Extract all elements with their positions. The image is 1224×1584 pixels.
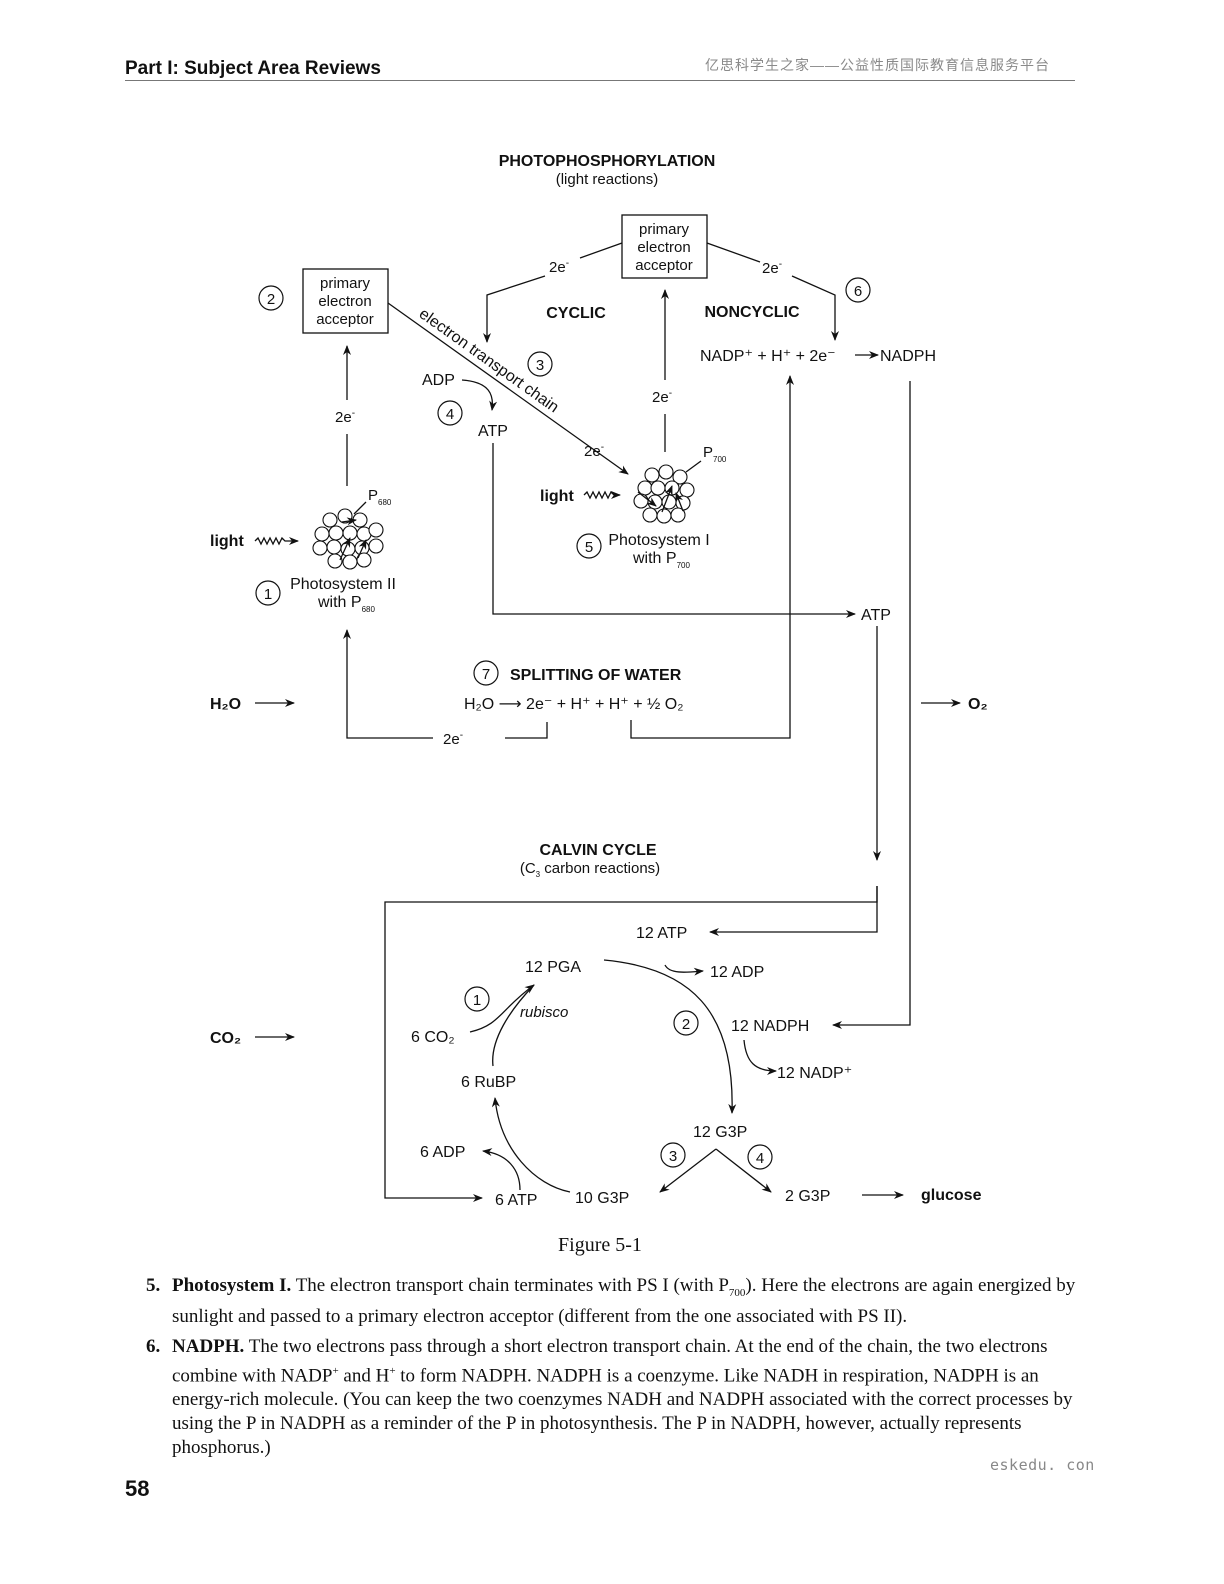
splitting-title: SPLITTING OF WATER bbox=[510, 667, 682, 684]
h2o-input-label: H₂O bbox=[210, 696, 241, 713]
section-header: Part I: Subject Area Reviews bbox=[125, 58, 381, 79]
calvin-12atp: 12 ATP bbox=[636, 925, 687, 942]
noncyclic-2e-label: 2e- bbox=[762, 259, 782, 277]
cyclic-2e-label: 2e- bbox=[549, 258, 569, 276]
p700-label: P700 bbox=[703, 444, 727, 464]
step-2-number: 2 bbox=[267, 291, 275, 308]
ps1-label-line2: with P700 bbox=[632, 550, 690, 570]
step-3-number: 3 bbox=[536, 357, 544, 374]
left-acceptor-box bbox=[302, 268, 389, 334]
noncyclic-label: NONCYCLIC bbox=[704, 304, 800, 321]
step-6-number: 6 bbox=[854, 283, 862, 300]
step-5-number: 5 bbox=[585, 539, 593, 556]
item-text: NADPH. The two electrons pass through a … bbox=[172, 1335, 1073, 1459]
calvin-step-4-number: 4 bbox=[756, 1150, 764, 1167]
top-acceptor-line1: primary bbox=[639, 221, 690, 238]
atp-label: ATP bbox=[478, 423, 508, 440]
splitting-equation: H₂O ⟶ 2e⁻ + H⁺ + H⁺ + ½ O₂ bbox=[464, 696, 683, 713]
calvin-subtitle: (C3 carbon reactions) bbox=[520, 860, 660, 879]
step-4-number: 4 bbox=[446, 406, 454, 423]
list-item: 6. NADPH. The two electrons pass through… bbox=[146, 1335, 1076, 1460]
water-2e-label: 2e- bbox=[443, 730, 463, 748]
left-acceptor-line1: primary bbox=[320, 275, 371, 292]
watermark-header: 亿思科学生之家——公益性质国际教育信息服务平台 bbox=[705, 57, 1050, 73]
header-rule bbox=[125, 80, 1075, 81]
photosynthesis-diagram: PHOTOPHOSPHORYLATION (light reactions) p… bbox=[210, 153, 988, 1209]
o2-output-label: O₂ bbox=[968, 696, 988, 713]
calvin-12adp: 12 ADP bbox=[710, 964, 764, 981]
item-text: Photosystem I. The electron transport ch… bbox=[172, 1275, 1076, 1327]
calvin-step-3-number: 3 bbox=[669, 1148, 677, 1165]
left-acceptor-line2: electron bbox=[318, 293, 371, 310]
calvin-12nadp: 12 NADP⁺ bbox=[777, 1065, 852, 1082]
footer-site: eskedu. con bbox=[990, 1456, 1095, 1474]
calvin-6co2: 6 CO₂ bbox=[411, 1029, 455, 1046]
step-4-marker bbox=[437, 400, 463, 426]
co2-input-label: CO₂ bbox=[210, 1030, 241, 1047]
calvin-step-1-number: 1 bbox=[473, 992, 481, 1009]
calvin-glucose: glucose bbox=[921, 1187, 982, 1204]
calvin-12nadph: 12 NADPH bbox=[731, 1018, 809, 1035]
calvin-rubisco: rubisco bbox=[520, 1004, 568, 1021]
calvin-step-2-marker bbox=[673, 1010, 699, 1036]
calvin-step-2-number: 2 bbox=[682, 1016, 690, 1033]
step-3-marker bbox=[527, 351, 553, 377]
step-7-marker bbox=[473, 660, 499, 686]
top-acceptor-line2: electron bbox=[637, 239, 690, 256]
calvin-title: CALVIN CYCLE bbox=[539, 842, 656, 859]
page-number: 58 bbox=[125, 1476, 150, 1501]
step-1-marker bbox=[255, 580, 281, 606]
photo-title: PHOTOPHOSPHORYLATION bbox=[499, 153, 716, 170]
nadph-product: NADPH bbox=[880, 348, 936, 365]
step-7-number: 7 bbox=[482, 666, 490, 683]
ps1-2e-label: 2e- bbox=[584, 442, 604, 460]
adp-label: ADP bbox=[422, 372, 455, 389]
calvin-step-1-marker bbox=[464, 986, 490, 1012]
body-text: 5. Photosystem I. The electron transport… bbox=[146, 1274, 1076, 1466]
step-5-marker bbox=[576, 533, 602, 559]
ps1-up-2e-label: 2e- bbox=[652, 388, 672, 406]
item-title: Photosystem I. bbox=[172, 1275, 292, 1296]
photo-subtitle: (light reactions) bbox=[556, 171, 659, 188]
light-ps2-label: light bbox=[210, 533, 244, 550]
left-acceptor-line3: acceptor bbox=[316, 311, 374, 328]
ps2-label-line2: with P680 bbox=[317, 594, 375, 614]
calvin-6adp: 6 ADP bbox=[420, 1144, 465, 1161]
photosystem-2-cluster bbox=[312, 508, 384, 570]
photosystem-1-cluster bbox=[633, 464, 695, 524]
top-acceptor-line3: acceptor bbox=[635, 257, 693, 274]
atp-right-label: ATP bbox=[861, 607, 891, 624]
item-title: NADPH. bbox=[172, 1335, 245, 1357]
calvin-10g3p: 10 G3P bbox=[575, 1190, 629, 1207]
ps2-up-2e-label: 2e- bbox=[335, 408, 355, 426]
nadph-equation: NADP⁺ + H⁺ + 2e⁻ bbox=[700, 348, 836, 365]
calvin-6atp: 6 ATP bbox=[495, 1192, 537, 1209]
item-number: 6. bbox=[146, 1335, 161, 1357]
list-item: 5. Photosystem I. The electron transport… bbox=[146, 1274, 1076, 1329]
calvin-step-4-marker bbox=[747, 1144, 773, 1170]
calvin-6rubp: 6 RuBP bbox=[461, 1074, 516, 1091]
p680-label: P680 bbox=[368, 487, 392, 507]
ps2-label-line1: Photosystem II bbox=[290, 576, 396, 593]
step-1-number: 1 bbox=[264, 586, 272, 603]
figure-caption: Figure 5-1 bbox=[558, 1234, 642, 1256]
item-number: 5. bbox=[146, 1275, 161, 1296]
ps1-label-line1: Photosystem I bbox=[608, 532, 709, 549]
calvin-2g3p: 2 G3P bbox=[785, 1188, 830, 1205]
step-2-marker bbox=[258, 285, 284, 311]
calvin-12pga: 12 PGA bbox=[525, 959, 581, 976]
light-ps1-label: light bbox=[540, 488, 574, 505]
cyclic-label: CYCLIC bbox=[546, 305, 606, 322]
top-acceptor-box bbox=[621, 214, 708, 279]
calvin-12g3p: 12 G3P bbox=[693, 1124, 747, 1141]
calvin-step-3-marker bbox=[660, 1142, 686, 1168]
step-6-marker bbox=[845, 277, 871, 303]
